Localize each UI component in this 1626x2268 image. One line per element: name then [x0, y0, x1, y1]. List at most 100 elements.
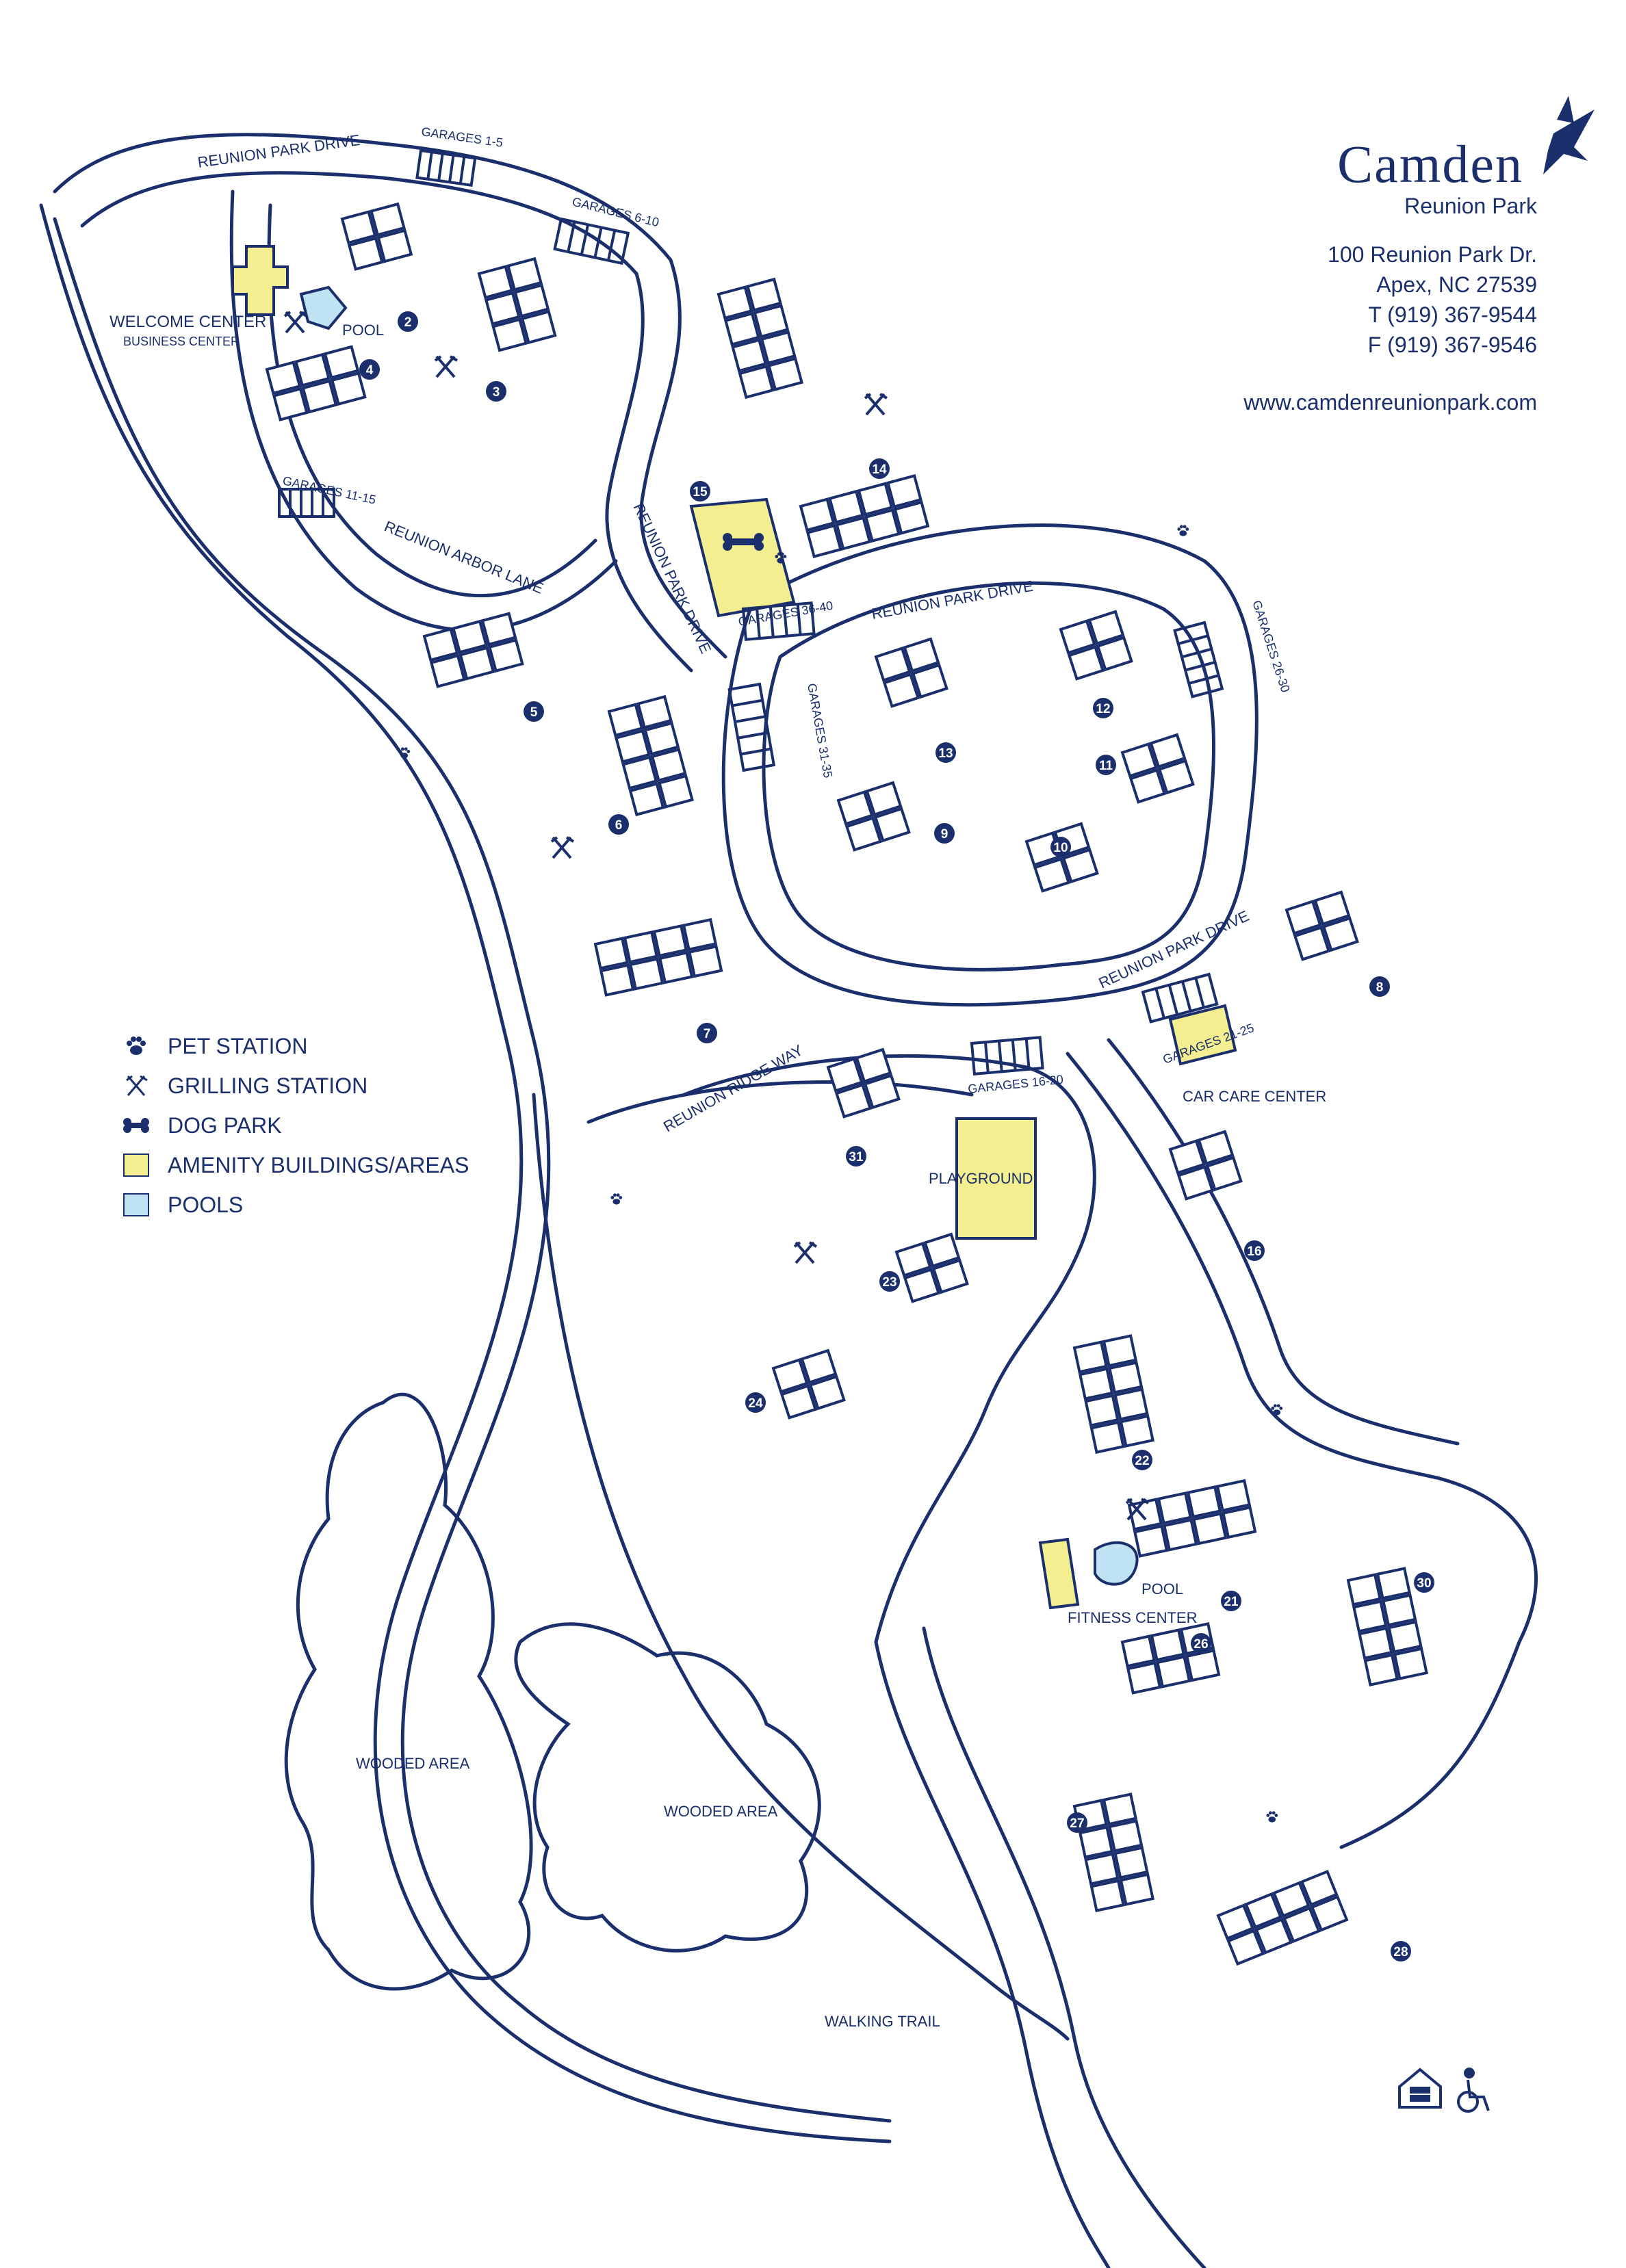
building-number: 8: [1376, 980, 1384, 995]
label-reunion-park-drive-east: REUNION PARK DRIVE: [870, 577, 1035, 623]
grill-icon: [550, 836, 575, 859]
wheelchair-accessible-icon: [1457, 2068, 1490, 2113]
pool-areas: [299, 285, 1139, 1586]
label-welcome-center: WELCOME CENTER: [109, 313, 266, 331]
apartment-unit: [1363, 1653, 1399, 1686]
legend-item-pools: POOLS: [120, 1185, 469, 1225]
building-badge-26: 26: [1191, 1633, 1211, 1654]
apartment-unit: [828, 489, 864, 524]
paw-icon: [1271, 1404, 1283, 1416]
apartment-unit: [1078, 1825, 1114, 1859]
apartment-unit: [452, 619, 488, 654]
apartment-unit: [1089, 1420, 1125, 1454]
legend-label: AMENITY BUILDINGS/AREAS: [168, 1152, 469, 1177]
apartment-unit: [1107, 1361, 1144, 1394]
apartment-unit: [836, 790, 874, 826]
building-number: 31: [849, 1150, 864, 1164]
amenity-areas: [231, 245, 1237, 1610]
apartment-unit: [911, 663, 948, 699]
building-badge-4: 4: [359, 359, 380, 380]
building-number: 3: [493, 385, 500, 400]
apartment-building: [771, 1348, 846, 1420]
legend-label: DOG PARK: [168, 1112, 282, 1138]
building-badge-30: 30: [1414, 1572, 1434, 1593]
apartment-building: [826, 1047, 901, 1119]
apartment-unit: [746, 277, 782, 312]
apartment-unit: [1119, 1414, 1154, 1448]
apartment-unit: [1176, 1165, 1215, 1201]
address-line-1: 100 Reunion Park Dr.: [1328, 242, 1537, 267]
building-badge-27: 27: [1067, 1812, 1087, 1833]
grill-icon: [864, 393, 888, 416]
apartment-unit: [723, 311, 760, 346]
apartment-unit: [330, 372, 367, 406]
apartment-unit: [623, 930, 659, 964]
welcome-center-building: [231, 245, 289, 316]
apartment-building: [1024, 822, 1099, 893]
apartment-unit: [834, 1083, 873, 1119]
apartment-unit: [767, 356, 803, 391]
apartment-building: [477, 257, 557, 352]
apartment-unit: [294, 352, 331, 387]
apartment-unit: [894, 1242, 932, 1277]
building-badge-23: 23: [879, 1271, 900, 1292]
grill-icon: [434, 355, 459, 378]
website-link[interactable]: www.camdenreunionpark.com: [1243, 390, 1537, 415]
apartment-building: [1127, 1478, 1257, 1558]
building-number: 30: [1417, 1576, 1431, 1591]
building-number: 10: [1053, 841, 1068, 855]
building-number: 9: [941, 827, 948, 842]
pool-shape-south: [1094, 1541, 1139, 1586]
apartment-building: [265, 345, 367, 421]
building-badge-31: 31: [846, 1146, 866, 1166]
apartment-unit: [1087, 610, 1125, 646]
apartment-unit: [844, 816, 883, 852]
building-badge-16: 16: [1244, 1240, 1265, 1261]
label-reunion-ridge-way: REUNION RIDGE WAY: [660, 1041, 806, 1135]
apartment-unit: [484, 291, 521, 326]
apartment-unit: [1096, 636, 1133, 672]
apartment-unit: [864, 508, 901, 543]
apartment-unit: [1061, 848, 1099, 884]
apartment-unit: [1072, 1340, 1108, 1374]
paw-icon: [120, 1034, 153, 1058]
building-number: 2: [404, 315, 412, 330]
apartment-unit: [1078, 1367, 1114, 1400]
apartment-unit: [1113, 1846, 1149, 1879]
apartment-unit: [607, 703, 644, 738]
building-badge-15: 15: [690, 481, 710, 501]
label-fitness-center: FITNESS CENTER: [1068, 1609, 1197, 1626]
building-badge-8: 8: [1369, 976, 1390, 997]
building-number: 21: [1224, 1595, 1239, 1609]
pool-swatch-icon: [120, 1192, 153, 1217]
apartment-unit: [873, 807, 911, 843]
brand-subtitle: Reunion Park: [1404, 194, 1537, 218]
apartment-unit: [1285, 900, 1322, 935]
label-pool-south: POOL: [1141, 1580, 1183, 1598]
apartment-unit: [682, 917, 718, 952]
building-badge-28: 28: [1391, 1941, 1411, 1961]
apartment-unit: [855, 1047, 892, 1084]
apartment-unit: [688, 944, 723, 978]
apartment-unit: [1352, 1600, 1388, 1633]
apartment-unit: [1321, 916, 1359, 952]
apartment-unit: [893, 500, 930, 535]
paw-icon: [610, 1193, 623, 1205]
grill-icon: [283, 311, 308, 334]
apartment-building: [717, 277, 803, 400]
apartment-unit: [340, 210, 377, 245]
apartment-unit: [805, 523, 842, 558]
building-badge-9: 9: [934, 823, 955, 844]
building-number: 14: [872, 462, 887, 477]
apartment-buildings: [265, 202, 1428, 1966]
apartment-unit: [1346, 1573, 1382, 1606]
label-reunion-arbor-lane: REUNION ARBOR LANE: [382, 517, 545, 597]
legend-item-pet-station: PET STATION: [120, 1026, 469, 1066]
label-walking-trail: WALKING TRAIL: [825, 2013, 940, 2030]
contact-info: 100 Reunion Park Dr. Apex, NC 27539 T (9…: [1243, 239, 1537, 417]
apartment-unit: [459, 646, 495, 681]
apartment-unit: [760, 330, 797, 365]
apartment-building: [894, 1232, 969, 1303]
apartment-unit: [1293, 926, 1331, 961]
